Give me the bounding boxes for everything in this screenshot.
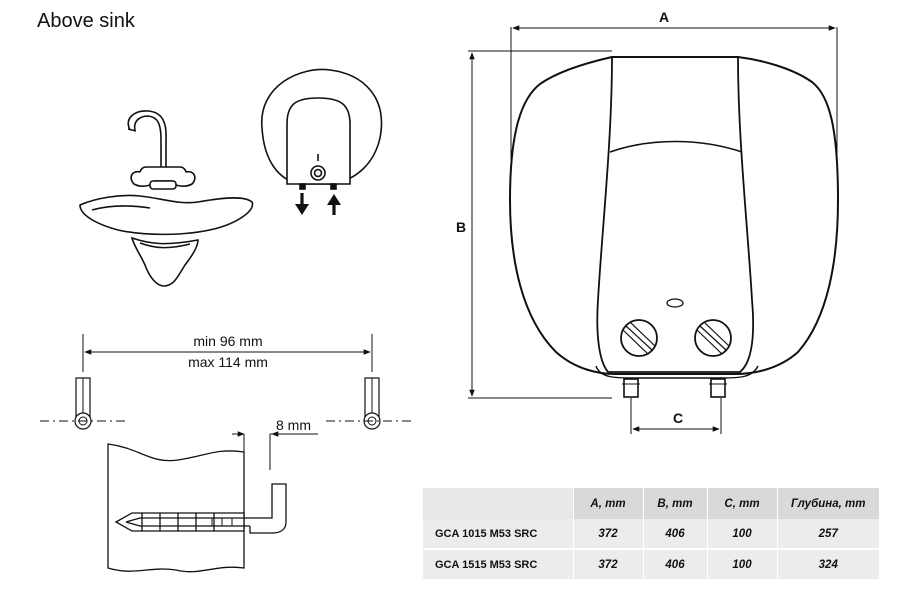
wall-anchor-detail [107,431,318,573]
dimension-b-label: B [456,219,466,235]
spec-table: A, mm B, mm C, mm Глубина, mm GCA 1015 M… [423,488,879,579]
depth-cell: 324 [776,548,879,579]
right-knob-icon [694,319,732,357]
column-header-a: A, mm [572,488,643,519]
inlet-pipe-icon [622,378,640,398]
faucet-sink-illustration [79,110,254,287]
table-header-row: A, mm B, mm C, mm Глубина, mm [423,488,879,519]
column-header-b: B, mm [642,488,707,519]
hook-gap-label: 8 mm [276,417,311,433]
max-spacing-label: max 114 mm [188,354,268,370]
c-cell: 100 [706,519,777,549]
sink-drain [130,236,199,287]
column-header-depth: Глубина, mm [776,488,879,519]
c-cell: 100 [706,548,777,579]
hook-spacing-diagram [40,334,414,430]
water-heater-front-view [468,25,840,434]
inflow-arrow-icon [327,194,341,215]
faucet-icon [127,110,196,190]
side-view-heater-illustration [261,68,383,215]
model-cell: GCA 1015 M53 SRC [435,527,538,540]
a-cell: 372 [572,548,643,579]
outlet-pipe-icon [709,378,727,398]
wall-plug-icon [114,512,245,532]
min-spacing-label: min 96 mm [193,333,262,349]
column-header-c: C, mm [706,488,777,519]
sink-basin [79,194,254,236]
wall-section [107,443,245,573]
outflow-arrow-icon [295,193,309,215]
b-cell: 406 [642,519,707,549]
page-title: Above sink [37,10,135,32]
heater-body [508,56,840,375]
column-header [423,488,573,519]
depth-cell: 257 [776,519,879,549]
dimension-a-label: A [659,9,669,25]
model-cell: GCA 1515 M53 SRC [423,548,573,579]
table-row: GCA 1515 M53 SRC 372 406 100 324 [423,548,879,579]
b-cell: 406 [642,548,707,579]
table-row: GCA 1015 M53 SRC 372 406 100 257 [423,519,879,549]
a-cell: 372 [572,519,643,549]
left-knob-icon [620,319,658,357]
dimension-c-label: C [673,410,683,426]
screw-hook-icon [125,483,287,534]
